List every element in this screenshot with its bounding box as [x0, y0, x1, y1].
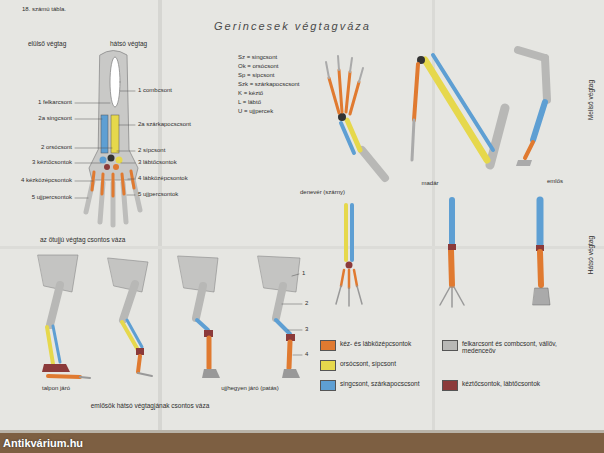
column-heading: elülső végtag [28, 40, 66, 47]
figure-caption: az ötujjú végtag csontos váza [40, 236, 125, 243]
callout-number: 3 [305, 326, 308, 333]
poster-title: Gerincesek végtagváza [214, 20, 371, 32]
bone-label: 4 kézközépcsontok [21, 177, 72, 184]
bone-label: 5 ujjpercsontok [138, 191, 178, 198]
legend-text: singcsont, szárkapocscsont [340, 380, 419, 387]
abbreviation: Ok = orsócsont [238, 63, 279, 70]
abbreviation: L = lábtő [238, 99, 261, 106]
legend-item: kéztőcsontok, lábtőcsontok [442, 380, 540, 391]
callout-number: 1 [302, 270, 305, 277]
bone-label: 1 combcsont [138, 87, 172, 94]
column-heading: hátsó végtag [110, 40, 147, 47]
abbreviation: Sp = sípcsont [238, 72, 275, 79]
figure-caption: denevér (szárny) [300, 189, 345, 196]
figure-caption: emlősök hátsó végtagjának csontos váza [91, 402, 210, 409]
watermark: Antikvárium.hu [3, 437, 83, 449]
figure-caption: emlős [547, 178, 563, 185]
bone-label: 1 felkarcsont [38, 99, 72, 106]
legend-text: kéztőcsontok, lábtőcsontok [462, 380, 540, 387]
row-heading: Hátsó végtag [587, 236, 594, 274]
legend-text: orsócsont, sípcsont [340, 360, 396, 367]
figure-caption: talpon járó [42, 385, 70, 392]
legend-swatch [320, 340, 336, 351]
legend-item: felkarcsont és combcsont, vállöv, medenc… [442, 340, 580, 355]
figure-caption: ujjhegyen járó (patás) [221, 385, 279, 392]
bone-label: 3 lábtőcsontok [138, 159, 177, 166]
figure-caption: madár [421, 180, 438, 187]
plate-number: 18. számú tábla. [22, 6, 66, 13]
legend-item: orsócsont, sípcsont [320, 360, 396, 371]
callout-number: 4 [305, 351, 308, 358]
bone-label: 5 ujjpercsontok [32, 194, 72, 201]
legend-text: kéz- és lábközépcsontok [340, 340, 411, 347]
bone-label: 2a szárkapocscsont [138, 121, 191, 128]
legend-swatch [442, 340, 458, 351]
abbreviation: Sz = singcsont [238, 54, 277, 61]
abbreviation: U = ujjpercek [238, 108, 273, 115]
abbreviation: Szk = szárkapocscsont [238, 81, 300, 88]
row-heading: Mellső végtag [587, 80, 594, 120]
legend-swatch [320, 360, 336, 371]
abbreviation: K = kéztő [238, 90, 263, 97]
legend-swatch [442, 380, 458, 391]
legend-text: felkarcsont és combcsont, vállöv, medenc… [462, 340, 580, 355]
legend-item: singcsont, szárkapocscsont [320, 380, 419, 391]
bone-label: 2 orsócsont [41, 144, 72, 151]
bone-label: 4 lábközépcsontok [138, 175, 188, 182]
callout-number: 2 [305, 300, 308, 307]
bone-label: 2 sípcsont [138, 147, 165, 154]
legend-item: kéz- és lábközépcsontok [320, 340, 411, 351]
bone-label: 2a singcsont [38, 115, 72, 122]
bone-label: 3 kéztőcsontok [32, 159, 72, 166]
legend-swatch [320, 380, 336, 391]
